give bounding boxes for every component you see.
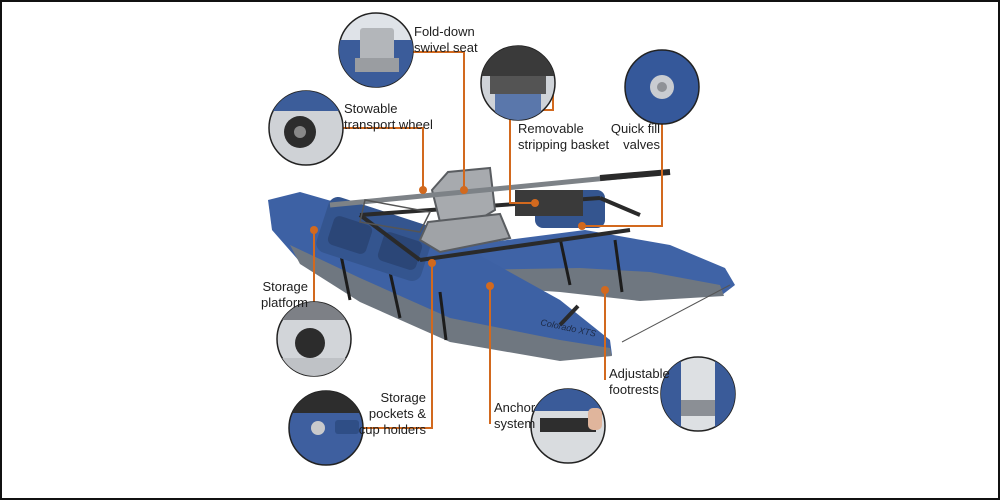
callout-anchor-system: Anchor system [494,400,535,432]
inset-photo-platform [276,301,352,377]
inset-photo-basket [480,45,556,121]
callout-fold-down-swivel-seat: Fold-down swivel seat [414,24,478,56]
inset-photo-footrests [660,356,736,432]
callout-dots [310,186,609,294]
inset-photo-anchor [530,388,606,464]
callout-line-2: system [494,416,536,431]
callout-line-2: valves [623,137,660,152]
callout-storage-pockets-cup-holders: Storage pockets & cup holders [356,390,426,438]
callout-removable-stripping-basket: Removable stripping basket [518,121,609,153]
callout-line-2: stripping basket [518,137,610,152]
inset-photo-seat [338,12,414,88]
callout-line-3: cup holders [358,422,426,437]
callout-quick-fill-valves: Quick fill valves [606,121,660,153]
callout-line-1: Storage [380,390,426,405]
callout-line-2: transport wheel [344,117,433,132]
inset-photo-pockets [288,390,364,466]
callout-stowable-transport-wheel: Stowable transport wheel [344,101,433,133]
callout-storage-platform: Storage platform [246,279,308,311]
callout-line-1: Adjustable [609,366,670,381]
callout-line-1: Quick fill [610,121,660,136]
pontoon-boat: Colorado XTS [268,166,735,361]
callout-line-2: footrests [609,382,659,397]
callout-line-2: swivel seat [414,40,478,55]
callout-line-1: Stowable [344,101,398,116]
callout-adjustable-footrests: Adjustable footrests [609,366,670,398]
inset-photo-wheel [268,90,344,166]
callout-line-1: Fold-down [414,24,475,39]
inset-photo-valve [624,49,700,125]
callout-line-1: Anchor [494,400,536,415]
callout-line-1: Removable [518,121,584,136]
callout-line-2: platform [261,295,308,310]
callout-line-1: Storage [262,279,308,294]
callout-line-2: pockets & [368,406,426,421]
